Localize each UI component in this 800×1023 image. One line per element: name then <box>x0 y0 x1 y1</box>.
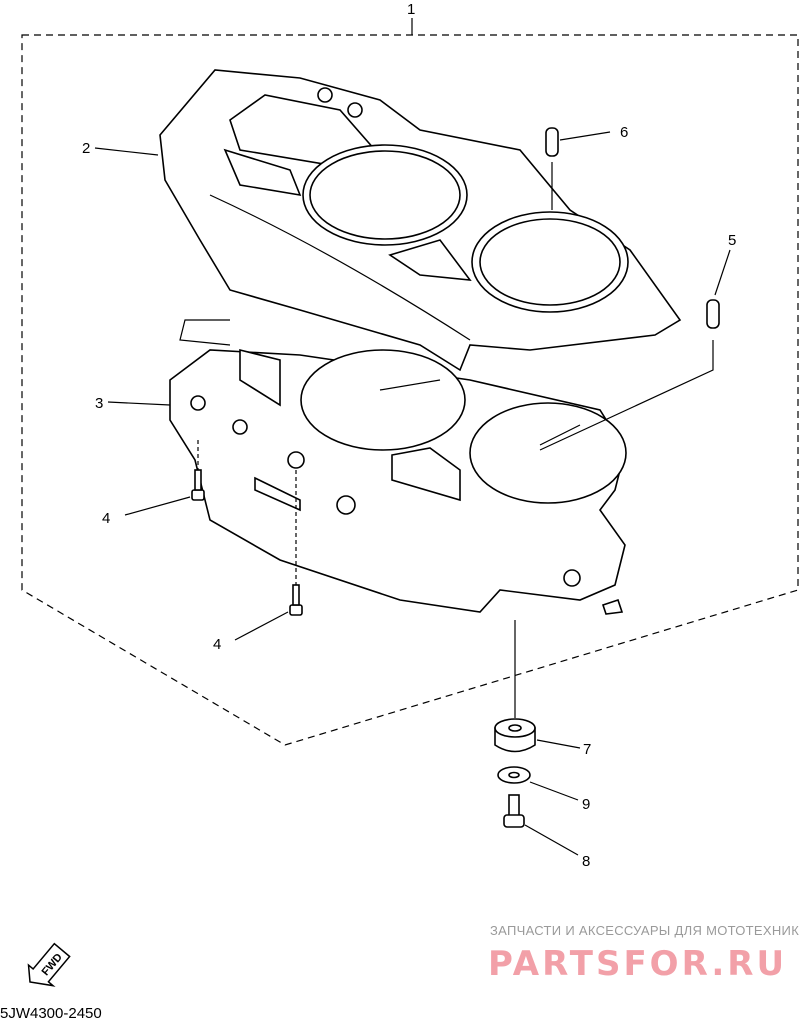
callout-5: 5 <box>728 232 736 249</box>
callout-3: 3 <box>95 395 103 412</box>
washer-9 <box>497 766 531 784</box>
callout-2: 2 <box>82 140 90 157</box>
callout-8: 8 <box>582 853 590 870</box>
fwd-arrow-icon: FWD <box>27 942 71 987</box>
diagram-code: 5JW4300-2450 <box>0 1005 102 1022</box>
callout-9: 9 <box>582 796 590 813</box>
callout-7: 7 <box>583 741 591 758</box>
callout-4a: 4 <box>102 510 110 527</box>
bolt-8 <box>503 794 525 828</box>
watermark-tagline: ЗАПЧАСТИ И АКСЕССУАРЫ ДЛЯ МОТОТЕХНИКИ <box>490 923 800 938</box>
screw-4a <box>191 469 205 501</box>
callout-6: 6 <box>620 124 628 141</box>
meter-case <box>169 348 627 615</box>
meter-cover <box>159 69 682 372</box>
bulb-6 <box>545 127 559 157</box>
callout-4b: 4 <box>213 636 221 653</box>
callout-1: 1 <box>407 1 415 18</box>
assembly-boundary <box>21 34 799 746</box>
cover-gasket <box>179 319 231 346</box>
screw-4b <box>289 584 303 616</box>
bulb-5 <box>706 299 720 329</box>
watermark-brand: PARTSFOR.RU <box>488 944 788 984</box>
grommet-7 <box>494 718 536 753</box>
